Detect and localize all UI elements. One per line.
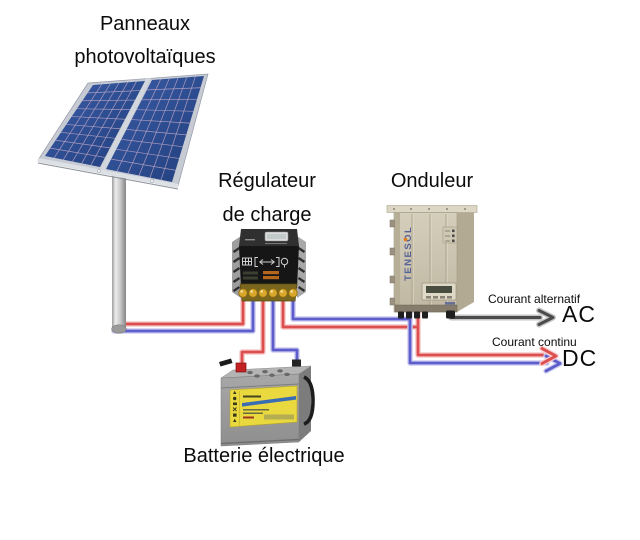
inverter-image: TENESOL <box>386 205 478 319</box>
ac-arrow <box>448 307 556 328</box>
dc-arrowhead <box>539 345 559 367</box>
regulator-label-line2: de charge <box>222 204 312 226</box>
battery-handle-right <box>303 375 315 426</box>
battery-terminal-negative <box>292 359 301 367</box>
ac-caption: Courant alternatif <box>488 292 581 306</box>
inverter-brand-text: TENESOL <box>403 226 414 281</box>
wire-red <box>114 291 546 371</box>
wire-blue <box>111 291 563 374</box>
regulator-icons <box>242 257 289 268</box>
battery-terminal-positive <box>235 362 247 373</box>
panel-pole <box>111 170 127 334</box>
battery-handle-left <box>219 358 233 367</box>
battery-label-sticker <box>229 385 298 428</box>
dc-abbreviation: DC <box>562 345 598 371</box>
charge-regulator-image <box>232 229 306 302</box>
dc-wiring <box>111 291 563 374</box>
solar-panels-label-line1: Panneaux <box>99 13 191 35</box>
ac-abbreviation: AC <box>562 301 596 327</box>
brand-sun-accent <box>403 237 408 242</box>
solar-panel-image <box>37 73 209 190</box>
battery-image <box>219 358 315 447</box>
regulator-label-line1: Régulateur <box>218 170 316 192</box>
battery-label: Batterie électrique <box>183 445 345 467</box>
solar-panels-label-line2: photovoltaïques <box>74 46 216 68</box>
pv-module-right <box>106 76 204 182</box>
dc-caption: Courant continu <box>492 335 577 349</box>
inverter-label: Onduleur <box>390 170 474 192</box>
